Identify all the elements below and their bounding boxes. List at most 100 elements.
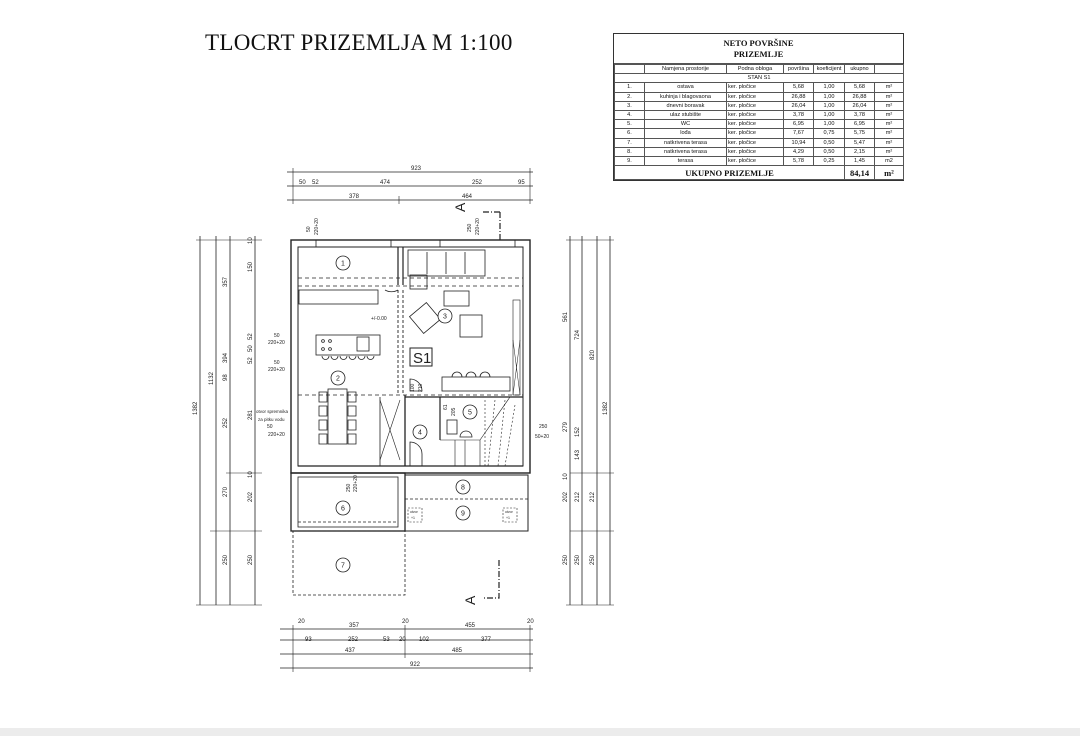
opening-label: 205 — [451, 407, 457, 416]
window — [439, 239, 516, 248]
opening-label: 220+20 — [268, 367, 285, 373]
room-number-circle — [335, 500, 351, 516]
walls — [290, 239, 531, 596]
room-number: 8 — [461, 485, 465, 492]
dimension-label: 212 — [575, 491, 581, 502]
dimension-label: 485 — [452, 648, 463, 654]
room-number: 9 — [461, 511, 465, 518]
total-unit: m² — [874, 165, 904, 181]
outer-wall — [290, 239, 531, 474]
opening-label: 50 — [274, 360, 280, 366]
room-number: 3 — [443, 314, 447, 321]
room-number: 4 — [418, 430, 422, 437]
section-mark-label: A — [462, 595, 478, 605]
dimension-label: 143 — [575, 449, 581, 460]
toilet — [446, 419, 458, 435]
room-number-circle — [455, 479, 471, 495]
dimension-label: 10 — [248, 237, 254, 244]
opening-label: 50 — [267, 424, 273, 430]
dimension-lines — [196, 168, 614, 672]
dimension-label: 437 — [345, 648, 356, 654]
drain-value: +1 — [506, 516, 510, 520]
dimension-label: 561 — [563, 311, 569, 322]
drain-label: otvor — [505, 510, 514, 514]
coffee-table — [443, 290, 470, 307]
area-table-grid: Namjena prostorije Podna obloga površina… — [614, 63, 904, 181]
dimension-label: 250 — [575, 554, 581, 565]
dimension-label: 922 — [410, 662, 421, 668]
terrace-outline — [292, 530, 406, 596]
dimension-label: 394 — [223, 352, 229, 363]
armchair — [459, 314, 483, 338]
dimension-label: 378 — [349, 194, 360, 200]
dimension-label: 250 — [590, 554, 596, 565]
cell-unit: m² — [874, 146, 904, 157]
bottom-strip — [0, 728, 1080, 736]
room-number: 6 — [341, 506, 345, 513]
opening-label: 220+20 — [475, 218, 481, 235]
room-number-circle — [335, 557, 351, 573]
opening-label: 250 — [346, 483, 352, 492]
table-title: NETO POVRŠINE PRIZEMLJE — [614, 34, 903, 64]
dining-table — [327, 388, 348, 445]
dimension-label: 252 — [223, 417, 229, 428]
unit-tag-box — [409, 347, 433, 367]
dimension-label: 281 — [248, 409, 254, 420]
area-table: NETO POVRŠINE PRIZEMLJE Namjena prostori… — [613, 33, 904, 182]
dimension-label: 250 — [223, 554, 229, 565]
room-number-circle — [437, 308, 453, 324]
opening-label: 220+20 — [353, 475, 359, 492]
opening-label: 210 — [418, 383, 424, 392]
sofa — [407, 249, 486, 277]
drawing-title: TLOCRT PRIZEMLJA M 1:100 — [205, 30, 513, 55]
dimension-label: 820 — [590, 349, 596, 360]
dimension-label: 20 — [402, 619, 409, 625]
kitchen-counter — [298, 289, 379, 305]
dimension-label: 270 — [223, 486, 229, 497]
opening-label: 100 — [410, 383, 416, 392]
dimension-label: 357 — [223, 276, 229, 287]
dimension-label: 464 — [462, 194, 473, 200]
dimension-label: 53 — [383, 637, 390, 643]
cell-unit: m² — [874, 128, 904, 139]
dimension-label: 455 — [465, 623, 476, 629]
opening-label: 250 — [467, 223, 473, 232]
room-number: 7 — [341, 563, 345, 570]
dimension-label: 252 — [348, 637, 359, 643]
section-line — [482, 211, 501, 599]
table-title-line1: NETO POVRŠINE — [723, 38, 794, 48]
room-number-circle — [330, 370, 346, 386]
kitchen-island — [315, 334, 381, 356]
dimension-label: 50 — [248, 345, 254, 352]
room-number: 2 — [336, 376, 340, 383]
dimension-label: 250 — [563, 554, 569, 565]
bar-stools — [321, 355, 375, 360]
room-number-circle — [455, 505, 471, 521]
dimension-label: 1382 — [193, 401, 199, 415]
dimension-label: 52 — [248, 357, 254, 364]
drain-label: otvor — [410, 510, 419, 514]
dimension-label: 10 — [248, 471, 254, 478]
dimension-label: 20 — [298, 619, 305, 625]
unit-tag: S1 — [413, 350, 431, 367]
room-number: 5 — [468, 410, 472, 417]
dimension-label: 102 — [419, 637, 430, 643]
table-title-line2: PRIZEMLJE — [733, 49, 784, 59]
furniture — [298, 249, 511, 467]
room-number-circle — [462, 404, 478, 420]
dimension-label: 377 — [481, 637, 492, 643]
opening-label: 50+20 — [535, 434, 549, 440]
opening-label: 50 — [306, 226, 312, 232]
dimension-label: 923 — [411, 166, 422, 172]
ottoman — [409, 274, 428, 290]
dimension-label: 50 — [299, 180, 306, 186]
level-mark: +/-0.00 — [371, 316, 387, 322]
opening-label: 220+20 — [268, 340, 285, 346]
